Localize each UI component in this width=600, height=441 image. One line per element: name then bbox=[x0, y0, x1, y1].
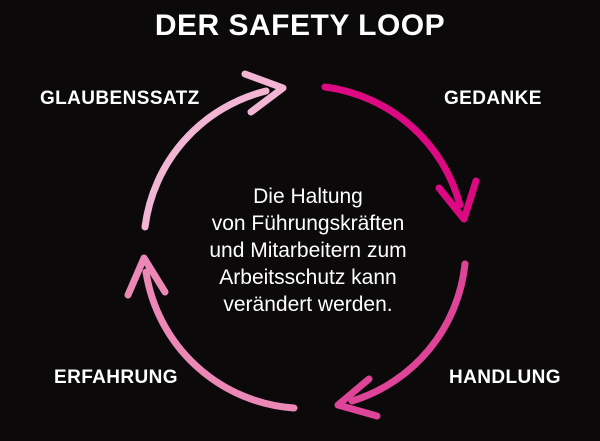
loop-arc-top-right bbox=[321, 83, 464, 209]
center-text-line: Arbeitsschutz kann bbox=[219, 266, 397, 289]
page-title: DER SAFETY LOOP bbox=[154, 9, 446, 42]
label-erfahrung: ERFAHRUNG bbox=[54, 367, 178, 388]
loop-arc-top-left bbox=[141, 87, 270, 231]
arrowhead-right-icon bbox=[435, 177, 480, 223]
center-text: Die Haltung von Führungskräften und Mita… bbox=[158, 183, 458, 318]
loop-arc-bottom-right bbox=[348, 260, 469, 405]
center-text-line: verändert werden. bbox=[223, 293, 393, 316]
arrowhead-left-icon bbox=[124, 254, 169, 299]
label-glaubenssatz: GLAUBENSSATZ bbox=[40, 88, 200, 109]
center-text-line: von Führungskräften bbox=[211, 212, 405, 235]
loop-arc-bottom-left bbox=[142, 268, 298, 412]
center-text-line: Die Haltung bbox=[253, 185, 363, 208]
center-text-line: und Mitarbeitern zum bbox=[209, 239, 407, 262]
label-gedanke: GEDANKE bbox=[444, 88, 542, 109]
arrowhead-bottom-icon bbox=[334, 375, 381, 420]
label-handlung: HANDLUNG bbox=[449, 367, 561, 388]
arrowhead-top-icon bbox=[241, 70, 287, 116]
